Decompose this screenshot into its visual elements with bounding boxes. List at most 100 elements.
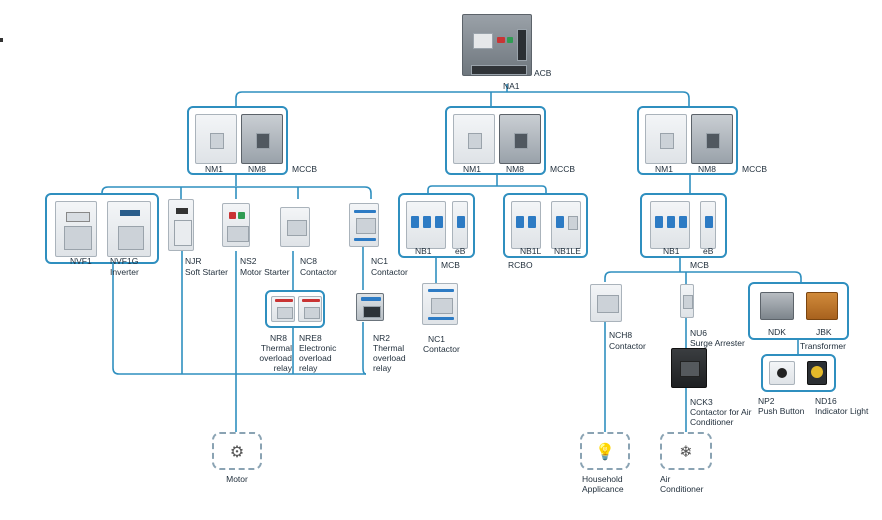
nck3-type: Contactor for Air Conditioner [690, 407, 752, 427]
nc1-b2-name: NC1 [428, 334, 446, 344]
nd16-type: Indicator Light [815, 406, 869, 416]
nc1-type: Contactor [371, 267, 408, 277]
nc8-type: Contactor [300, 267, 337, 277]
nm1-device [453, 114, 495, 164]
nb1l-device [511, 201, 541, 249]
nb1-device [650, 201, 690, 249]
nr2-name: NR2 [373, 333, 391, 343]
mcb-2-nb1: NB1 [415, 246, 432, 256]
nu6-type: Surge Arrester [690, 338, 745, 348]
nvf1g-label: NVF1G [110, 256, 139, 266]
ns2-name: NS2 [240, 256, 257, 266]
nre8-name: NRE8 [299, 333, 322, 343]
mccb-1-nm8: NM8 [248, 164, 266, 174]
nm1-device [195, 114, 237, 164]
nu6-device [680, 284, 694, 318]
np2-device [769, 361, 795, 385]
nck3-name: NCK3 [690, 397, 713, 407]
nvf1-label: NVF1 [70, 256, 92, 266]
njr-type: Soft Starter [185, 267, 228, 277]
lightbulb-icon: 💡 [595, 444, 615, 461]
mcb-2-box [398, 193, 475, 258]
njr-device [168, 199, 194, 251]
rcbo-nb1l: NB1L [520, 246, 542, 256]
njr-name: NJR [185, 256, 202, 266]
edge-mark [0, 38, 3, 42]
transformer-box [748, 282, 849, 340]
nvf1-device [55, 201, 97, 257]
mccb-2-box [445, 106, 546, 175]
nc1-device [349, 203, 379, 247]
nr8-type: Thermal overload relay [259, 343, 292, 373]
motor-icon: ⚙ [229, 444, 245, 461]
mccb-2-type: MCCB [550, 164, 576, 174]
nch8-device [590, 284, 622, 322]
nch8-type: Contactor [609, 341, 646, 351]
ns2-type: Motor Starter [240, 267, 290, 277]
nc8-device [280, 207, 310, 247]
np2-name: NP2 [758, 396, 775, 406]
mccb-3-nm1: NM1 [655, 164, 673, 174]
mcb-2-type: MCB [441, 260, 460, 270]
transformer-type: Transformer [800, 341, 846, 351]
nu6-name: NU6 [690, 328, 708, 338]
nb1-device [406, 201, 446, 249]
mccb-3-type: MCCB [742, 164, 768, 174]
ndk-label: NDK [768, 327, 786, 337]
nc8-name: NC8 [300, 256, 318, 266]
controls-box [761, 354, 836, 392]
nch8-name: NCH8 [609, 330, 633, 340]
nc1-name: NC1 [371, 256, 389, 266]
nm8-device [691, 114, 733, 164]
mccb-1-type: MCCB [292, 164, 318, 174]
inverter-type: Inverter [110, 267, 139, 277]
mccb-2-nm8: NM8 [506, 164, 524, 174]
household-label: Household Applicance [582, 474, 624, 494]
mccb-3-nm8: NM8 [698, 164, 716, 174]
nd16-name: ND16 [815, 396, 837, 406]
nd16-device [807, 361, 827, 385]
rcbo-box [503, 193, 588, 258]
inverter-box [45, 193, 159, 264]
np2-type: Push Button [758, 406, 805, 416]
nre8-device [298, 296, 322, 322]
mcb-3-eb: eB [703, 246, 714, 256]
nc1-b2-device [422, 283, 458, 325]
mcb-2-eb: eB [455, 246, 466, 256]
acb-name: NA1 [503, 81, 520, 91]
ndk-device [760, 292, 794, 320]
acb-label: ACB [534, 68, 552, 78]
rcbo-nb1le: NB1LE [554, 246, 581, 256]
motor-label: Motor [226, 474, 248, 484]
eb-device [700, 201, 716, 249]
nvf1g-device [107, 201, 151, 257]
rcbo-type: RCBO [508, 260, 533, 270]
air-conditioner-icon: ❄ [679, 444, 693, 461]
nb1le-device [551, 201, 581, 249]
nm8-device [499, 114, 541, 164]
motor-box: ⚙ [212, 432, 262, 470]
nm1-device [645, 114, 687, 164]
household-box: 💡 [580, 432, 630, 470]
ns2-device [222, 203, 250, 247]
eb-device [452, 201, 468, 249]
mccb-1-nm1: NM1 [205, 164, 223, 174]
nm8-device [241, 114, 283, 164]
nr8-name: NR8 [270, 333, 288, 343]
mccb-1-box [187, 106, 288, 175]
nr8-device [271, 296, 295, 322]
mccb-3-box [637, 106, 738, 175]
nr2-device [356, 293, 384, 321]
mccb-2-nm1: NM1 [463, 164, 481, 174]
nre8-type: Electronic overload relay [299, 343, 337, 373]
relay-box [265, 290, 325, 328]
mcb-3-box [640, 193, 727, 258]
jbk-device [806, 292, 838, 320]
aircon-box: ❄ [660, 432, 712, 470]
mcb-3-type: MCB [690, 260, 709, 270]
nr2-type: Thermal overload relay [373, 343, 406, 373]
aircon-label: Air Conditioner [660, 474, 704, 494]
acb-device [462, 14, 532, 76]
mcb-3-nb1: NB1 [663, 246, 680, 256]
